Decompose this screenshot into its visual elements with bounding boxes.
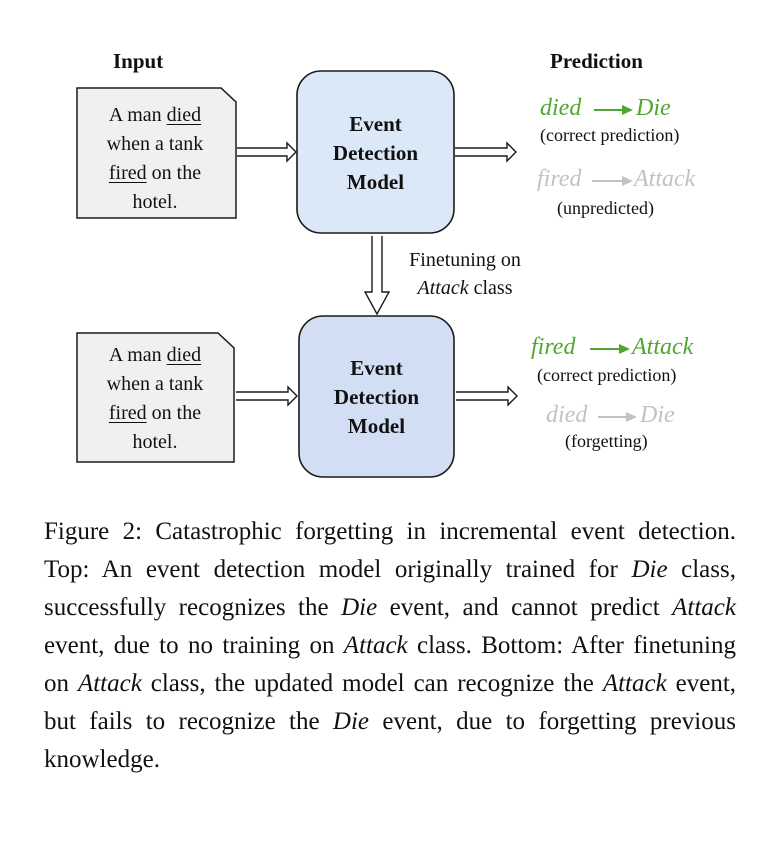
finetuning-arrow [363, 236, 391, 316]
input-sentence-bottom: A man died when a tank fired on the hote… [106, 344, 204, 453]
pred-bottom-1-note: (correct prediction) [537, 365, 677, 385]
pred-top-1-tgt: Die [636, 95, 671, 121]
pred-top-2-tgt: Attack [634, 166, 696, 192]
finetuning-label: Finetuning on Attack class [409, 249, 521, 299]
pred-top-1-note: (correct prediction) [540, 125, 680, 145]
pred-arrow-top-1 [594, 105, 633, 115]
pred-arrow-top-2 [592, 176, 633, 186]
input-document-bottom [76, 332, 235, 463]
arrow-doc-to-model-top [237, 141, 297, 163]
pred-bottom-2-src: died [546, 402, 588, 428]
diagram-canvas [76, 70, 637, 478]
pred-top-2-note: (unpredicted) [557, 198, 654, 218]
pred-arrow-bottom-1 [590, 344, 630, 354]
event-detection-model-box-bottom [298, 315, 455, 478]
input-header: Input [113, 49, 164, 73]
arrow-model-to-prediction-top [455, 141, 517, 163]
input-sentence-top: A man died when a tank fired on the hote… [106, 104, 204, 213]
pred-top-1-src: died [540, 95, 582, 121]
pred-bottom-1-src: fired [531, 334, 576, 360]
pred-bottom-2-tgt: Die [640, 402, 675, 428]
arrow-doc-to-model-bottom [236, 385, 298, 407]
prediction-header: Prediction [550, 49, 643, 73]
pred-bottom-1-tgt: Attack [632, 334, 694, 360]
model-label-top: Event Detection Model [332, 112, 419, 194]
pred-bottom-2-note: (forgetting) [565, 431, 648, 451]
pred-arrow-bottom-2 [598, 412, 637, 422]
figure-caption: Figure 2: Catastrophic forgetting in inc… [44, 518, 737, 773]
pred-top-2-src: fired [537, 166, 582, 192]
input-document-top [76, 87, 237, 219]
model-label-bottom: Event Detection Model [333, 356, 420, 438]
arrow-model-to-prediction-bottom [456, 385, 518, 407]
event-detection-model-box-top [296, 70, 455, 234]
